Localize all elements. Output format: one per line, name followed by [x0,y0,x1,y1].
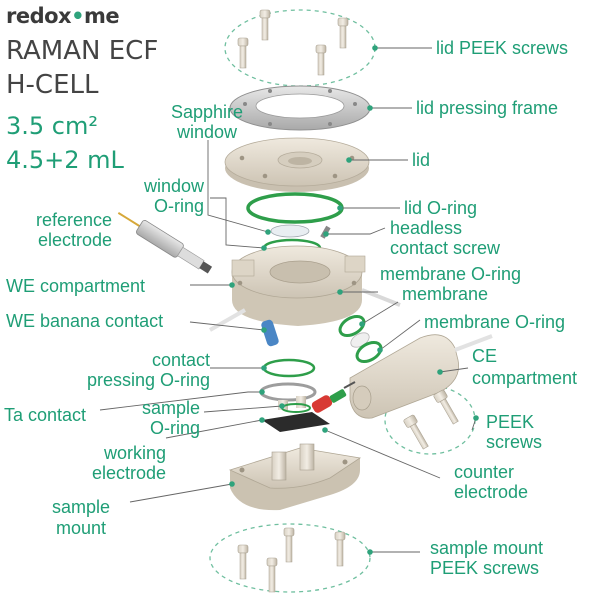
mount-screws-outline [209,523,371,593]
peek-screws [403,389,459,450]
reference-electrode [117,212,213,274]
lid-oring [246,192,344,224]
volume-spec: 4.5+2 mL [6,146,124,174]
sapphire-window [270,224,331,239]
ta-contact [259,382,317,402]
label-ta-contact: Ta contact [4,405,87,425]
title-line-1: RAMAN ECF [6,36,159,66]
sample-mount-peek-screws [237,527,346,593]
membrane-oring-bottom [355,341,383,363]
we-compartment [209,245,401,332]
label-ce-1: CE [472,346,498,366]
lid-pressing-frame [229,85,371,131]
label-membrane-oring-bottom: membrane O-ring [424,312,566,332]
sample-mount [228,443,362,511]
label-lid-oring: lid O-ring [404,198,478,218]
label-sample-mount-2: mount [55,518,107,538]
label-lid: lid [412,150,431,170]
ce-compartment [349,334,493,419]
label-peek-screws-2: screws [486,432,543,452]
title-line-2: H-CELL [6,70,99,100]
we-banana-contact [261,319,279,347]
label-lid-peek-screws: lid PEEK screws [436,38,569,58]
label-we-compartment: WE compartment [6,276,146,296]
leader-lines [99,47,477,553]
label-sample-oring-1: sample [141,398,200,418]
membrane-oring-top [338,315,366,337]
label-mount-screws-1: sample mount [430,538,544,558]
label-counter-electrode-1: counter [454,462,515,482]
label-peek-screws-1: PEEK [486,412,535,432]
label-sapphire-window-2: window [176,122,238,142]
leader-dots [229,45,479,555]
lid-screws-outline [224,9,376,87]
label-window-oring-2: O-ring [153,196,204,216]
lid-peek-screws [237,9,349,76]
area-spec: 3.5 cm² [6,112,98,140]
label-sapphire-window-1: Sapphire [170,102,244,122]
label-we-banana-contact: WE banana contact [6,311,164,331]
label-window-oring-1: window [143,176,204,196]
counter-electrode [311,381,356,413]
label-headless-2: contact screw [390,238,501,258]
brand-logo: redox•me [6,4,120,28]
label-reference-electrode-2: electrode [37,230,112,250]
lid [224,137,370,192]
label-reference-electrode-1: reference [35,210,112,230]
label-contact-1: contact [151,350,210,370]
label-working-electrode-1: working [103,443,166,463]
label-sample-mount-1: sample [51,497,111,517]
label-working-electrode-2: electrode [91,463,166,483]
label-mount-screws-2: PEEK screws [430,558,540,578]
label-membrane-oring-top: membrane O-ring [380,264,522,284]
label-headless-1: headless [390,218,463,238]
contact-pressing-oring [262,358,316,378]
label-contact-2: pressing O-ring [86,370,210,390]
label-ce-2: compartment [472,368,578,388]
label-sample-oring-2: O-ring [149,418,200,438]
label-membrane: membrane [402,284,489,304]
label-counter-electrode-2: electrode [454,482,529,502]
label-lid-pressing-frame: lid pressing frame [416,98,559,118]
